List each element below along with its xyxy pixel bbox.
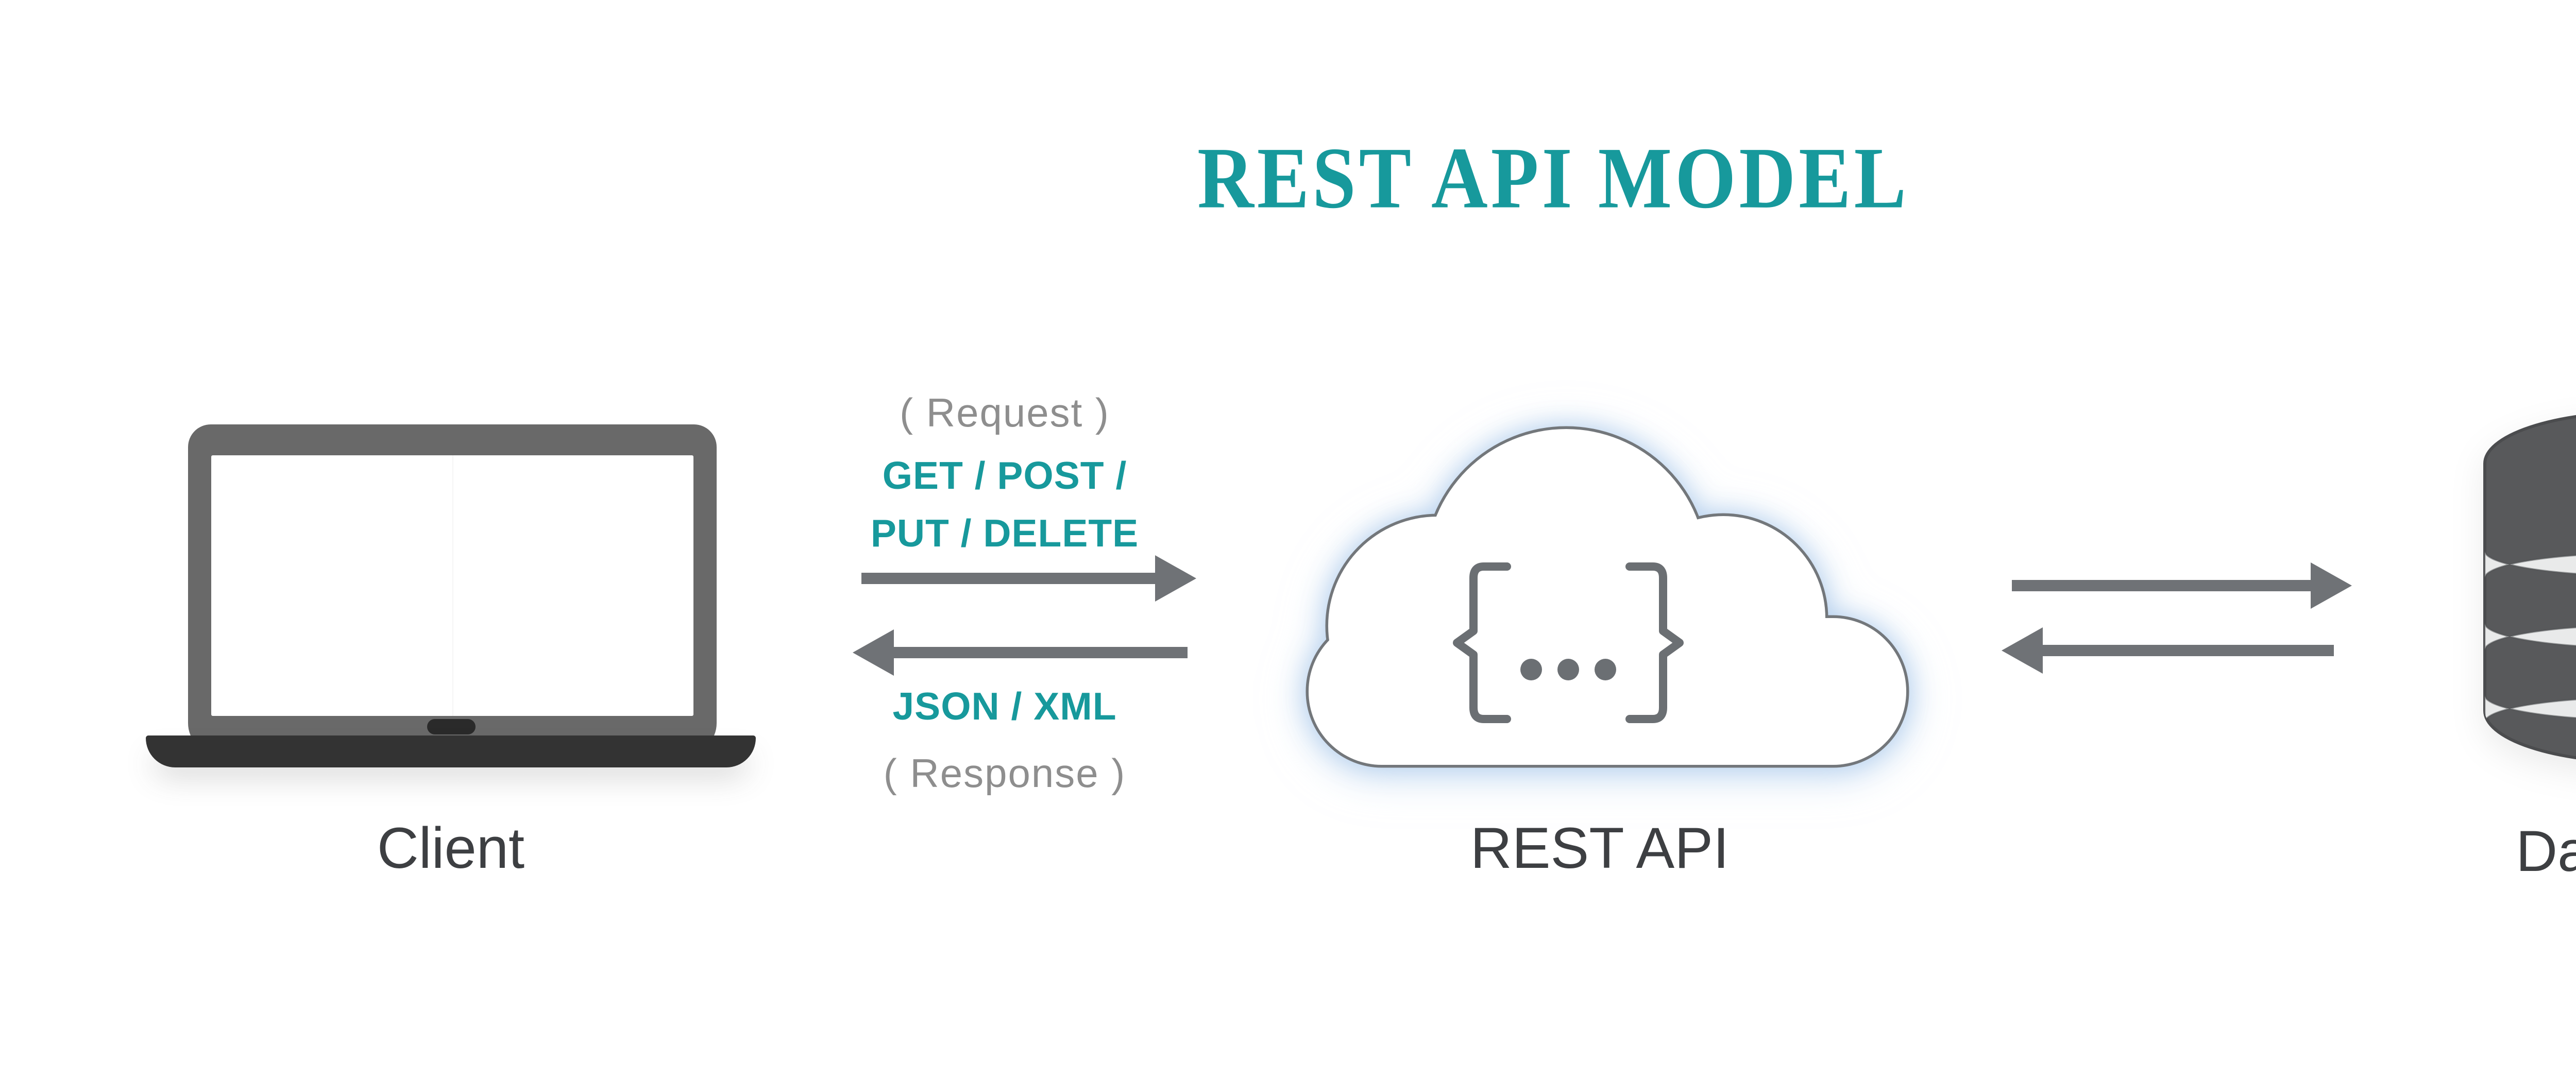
arrow-head-left-icon [2002, 627, 2043, 674]
db-to-api-arrow [2002, 627, 2334, 674]
client-label: Client [377, 816, 525, 880]
arrow-head-left-icon [853, 629, 894, 676]
rest-api-label: REST API [1470, 816, 1730, 880]
request-methods-line2: PUT / DELETE [870, 511, 1139, 555]
database-label: Database [2516, 819, 2576, 883]
arrow-shaft [861, 573, 1162, 584]
arrow-head-right-icon [1155, 555, 1196, 602]
api-to-client-arrow [853, 629, 1188, 676]
code-braces-icon [1453, 562, 1684, 723]
api-to-db-arrow [2012, 562, 2352, 609]
arrow-shaft [2036, 645, 2334, 656]
laptop-screen [211, 455, 693, 716]
arrow-head-right-icon [2311, 562, 2352, 609]
response-annotation: ( Response ) [883, 750, 1126, 796]
request-annotation: ( Request ) [900, 390, 1110, 435]
cloud-icon [1306, 426, 1909, 768]
laptop-base [146, 735, 756, 767]
laptop-notch [427, 719, 476, 734]
ellipsis-dots-icon [1520, 659, 1616, 680]
arrow-shaft [887, 647, 1188, 658]
request-methods-line1: GET / POST / [882, 454, 1127, 497]
database-icon [2483, 415, 2576, 760]
arrow-shaft [2012, 580, 2318, 591]
response-formats: JSON / XML [892, 685, 1117, 728]
client-to-api-arrow [861, 555, 1196, 602]
page-title: REST API MODEL [1197, 129, 1909, 227]
